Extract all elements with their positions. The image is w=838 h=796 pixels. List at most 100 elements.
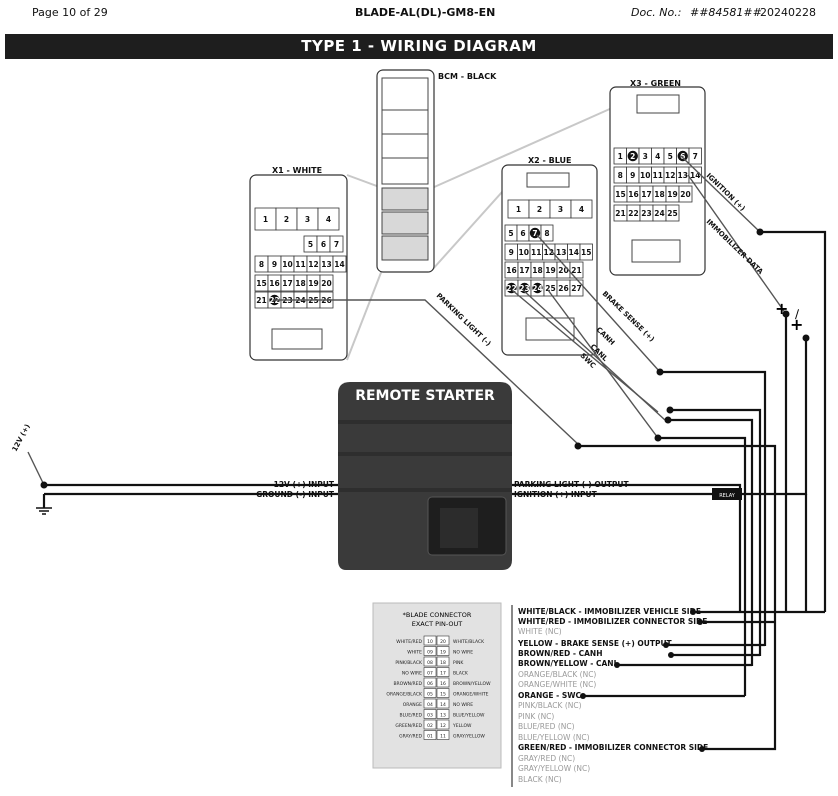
pin-number: 3 (643, 152, 648, 161)
pin-number: 10 (519, 248, 529, 257)
blade-left-wire: PINK/BLACK (395, 660, 423, 666)
pin-number: 3 (558, 205, 563, 214)
pin-number: 9 (509, 248, 514, 257)
pin-number: 26 (558, 284, 568, 293)
pin-number: 15 (581, 248, 591, 257)
legend-wire-row: GRAY/RED (NC) (518, 754, 575, 763)
pin-number: 4 (655, 152, 660, 161)
blade-pin-cell (423, 656, 437, 667)
blade-left-wire: BROWN/RED (393, 681, 422, 687)
pin-number: 15 (256, 279, 266, 288)
pin-number: 8 (259, 260, 264, 269)
pin-number: 21 (571, 266, 581, 275)
pin-number: 2 (630, 152, 635, 161)
pin-number: 13 (678, 171, 688, 180)
pin-number: 27 (571, 284, 581, 293)
pin-number: 22 (506, 284, 516, 293)
legend-wire-row: WHITE (NC) (518, 627, 562, 636)
harness-legend: WHITE/BLACK - IMMOBILIZER VEHICLE SIDEWH… (511, 605, 708, 787)
blade-pin-number: 15 (440, 692, 446, 698)
pin-number: 1 (618, 152, 623, 161)
blade-left-wire: ORANGE (403, 702, 422, 708)
pin-number: 17 (641, 190, 651, 199)
blade-pin-cell (423, 667, 437, 677)
pin-number: 24 (654, 209, 664, 218)
blade-pin-cell (436, 667, 450, 677)
pin-marker (627, 150, 638, 162)
pin-number: 14 (690, 171, 700, 180)
blade-pin-cell (436, 677, 450, 688)
blade-right-wire: BROWN/YELLOW (453, 681, 491, 687)
pin-number: 11 (531, 248, 541, 257)
pin-number: 12 (544, 248, 554, 257)
blade-pin-cell (423, 677, 437, 688)
pin-number: 18 (532, 266, 542, 275)
blade-pin-number: 01 (427, 734, 433, 740)
blade-pin-cell (423, 730, 437, 740)
pin-number: 2 (537, 205, 542, 214)
diagram-title-banner: TYPE 1 - WIRING DIAGRAM (5, 34, 833, 59)
input-ignition: IGNITION (+) INPUT (514, 490, 598, 499)
pin-number: 10 (640, 171, 650, 180)
blade-right-wire: BLACK (453, 671, 469, 677)
blade-pin-number: 19 (440, 650, 446, 656)
power-12v-label: 12V (+) (11, 423, 32, 453)
pin-number: 1 (263, 215, 268, 224)
blade-pin-number: 03 (427, 713, 433, 719)
pin-number: 10 (282, 260, 292, 269)
pin-number: 16 (628, 190, 638, 199)
blade-pin-cell (423, 709, 437, 719)
blade-right-wire: NO WIRE (453, 650, 473, 656)
pin-number: 25 (545, 284, 555, 293)
legend-wire-row: ORANGE/WHITE (NC) (518, 680, 596, 689)
pin-number: 19 (308, 279, 318, 288)
blade-pin-cell (436, 719, 450, 730)
blade-pin-number: 18 (440, 660, 446, 666)
svg-text:+: + (790, 315, 803, 334)
blade-pin-cell (436, 656, 450, 667)
legend-wire-row: GREEN/RED - IMMOBILIZER CONNECTOR SIDE (518, 743, 708, 752)
blade-right-wire: ORANGE/WHITE (453, 692, 489, 698)
fuse-label: RELAY (719, 493, 736, 499)
legend-wire-row: BLUE/RED (NC) (518, 722, 575, 731)
legend-wire-row: BROWN/RED - CANH (518, 649, 602, 658)
pin-number: 2 (284, 215, 289, 224)
pin-cell (665, 204, 680, 222)
pin-number: 20 (558, 266, 568, 275)
pin-number: 5 (668, 152, 673, 161)
pin-cell (317, 207, 340, 231)
legend-wire-row: ORANGE/BLACK (NC) (518, 670, 596, 679)
pin-number: 8 (544, 229, 549, 238)
pin-number: 5 (308, 240, 313, 249)
x1-label: X1 - WHITE (272, 166, 322, 175)
pin-number: 7 (693, 152, 698, 161)
wires: + + ∕ RELAY (27, 155, 827, 752)
pin-number: 20 (680, 190, 690, 199)
blade-right-wire: GRAY/YELLOW (453, 734, 485, 740)
svg-text:∕: ∕ (795, 307, 800, 321)
pin-number: 6 (321, 240, 326, 249)
pin-number: 7 (334, 240, 339, 249)
pin-number: 25 (667, 209, 677, 218)
blade-pin-cell (436, 730, 450, 740)
pin-cell (579, 243, 593, 261)
module-title: REMOTE STARTER (355, 388, 495, 404)
pin-cell (688, 147, 702, 165)
blade-left-wire: WHITE/RED (396, 639, 422, 645)
pin-marker (677, 150, 688, 162)
doc-date: 20240228 (760, 6, 816, 19)
input-12v: 12V (+) INPUT (274, 480, 335, 489)
doc-label: Doc. No.: (631, 6, 682, 19)
blade-pin-cell (436, 688, 450, 698)
legend-wire-row: YELLOW - BRAKE SENSE (+) OUTPUT (517, 639, 673, 648)
legend-wire-row: BROWN/YELLOW - CANL (518, 659, 619, 668)
blade-pin-cell (423, 646, 437, 656)
blade-pin-number: 17 (440, 671, 446, 677)
blade-left-wire: WHITE (407, 650, 422, 656)
input-ground: GROUND (-) INPUT (256, 490, 335, 499)
blade-left-wire: GRAY/RED (399, 734, 422, 740)
bcm-label: BCM - BLACK (438, 72, 497, 81)
